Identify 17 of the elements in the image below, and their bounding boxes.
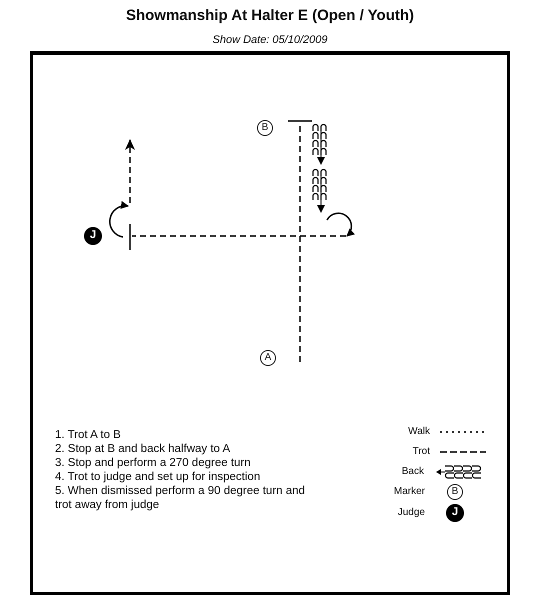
legend-label: Back [400, 466, 424, 477]
legend-label: Judge [396, 507, 425, 518]
arena-marker: B [447, 484, 463, 500]
judge-marker: J [84, 227, 102, 245]
judge-marker: J [446, 504, 464, 522]
title: Showmanship At Halter E (Open / Youth) [124, 7, 416, 24]
pattern-step: 5. When dismissed perform a 90 degree turn and trot away from judge [55, 484, 315, 512]
show-date: Show Date: 05/10/2009 [212, 34, 328, 46]
arena-marker: A [260, 350, 276, 366]
legend-label: Marker [392, 486, 425, 497]
pattern-step: 3. Stop and perform a 270 degree turn [55, 456, 315, 470]
pattern-step: 2. Stop at B and back halfway to A [55, 442, 315, 456]
pattern-step: 4. Trot to judge and set up for inspection [55, 470, 315, 484]
legend-label: Walk [407, 426, 430, 437]
arena-marker: B [257, 120, 273, 136]
pattern-step: 1. Trot A to B [55, 428, 315, 442]
legend-label: Trot [412, 446, 430, 457]
